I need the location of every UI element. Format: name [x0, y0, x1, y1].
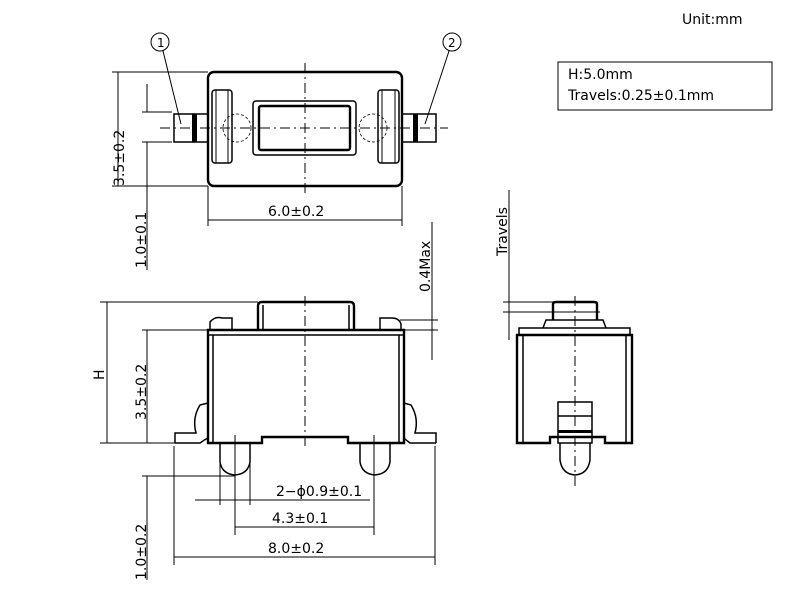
overall-height-dim: H [92, 369, 108, 380]
top-width-dim: 6.0±0.2 [268, 204, 324, 220]
svg-text:2: 2 [448, 36, 456, 50]
svg-text:1: 1 [157, 36, 165, 50]
button-height-dim: 0.4Max [418, 241, 434, 292]
top-view: ① 1 ② 2 3.5±0.2 1.0±0.1 6.0±0.2 0.4Max [112, 32, 462, 360]
spec-height: H:5.0mm [568, 67, 633, 83]
spec-travel: Travels:0.25±0.1mm [567, 88, 714, 104]
side-view: Travels [495, 190, 634, 486]
travel-dim: Travels [495, 207, 511, 257]
top-terminal-dim: 1.0±0.1 [134, 212, 150, 268]
overall-width-dim: 8.0±0.2 [268, 541, 324, 557]
peg-diameter-dim: 2−ϕ0.9±0.1 [276, 484, 362, 500]
spec-box: H:5.0mm Travels:0.25±0.1mm [557, 61, 773, 111]
top-height-dim: 3.5±0.2 [112, 130, 128, 186]
front-view: H 3.5±0.2 1.0±0.2 2−ϕ0.9±0.1 4.3±0.1 8.0… [92, 296, 438, 580]
body-height-dim: 3.5±0.2 [134, 364, 150, 420]
peg-pitch-dim: 4.3±0.1 [272, 511, 328, 527]
unit-label: Unit:mm [682, 12, 743, 28]
peg-length-dim: 1.0±0.2 [134, 524, 150, 580]
